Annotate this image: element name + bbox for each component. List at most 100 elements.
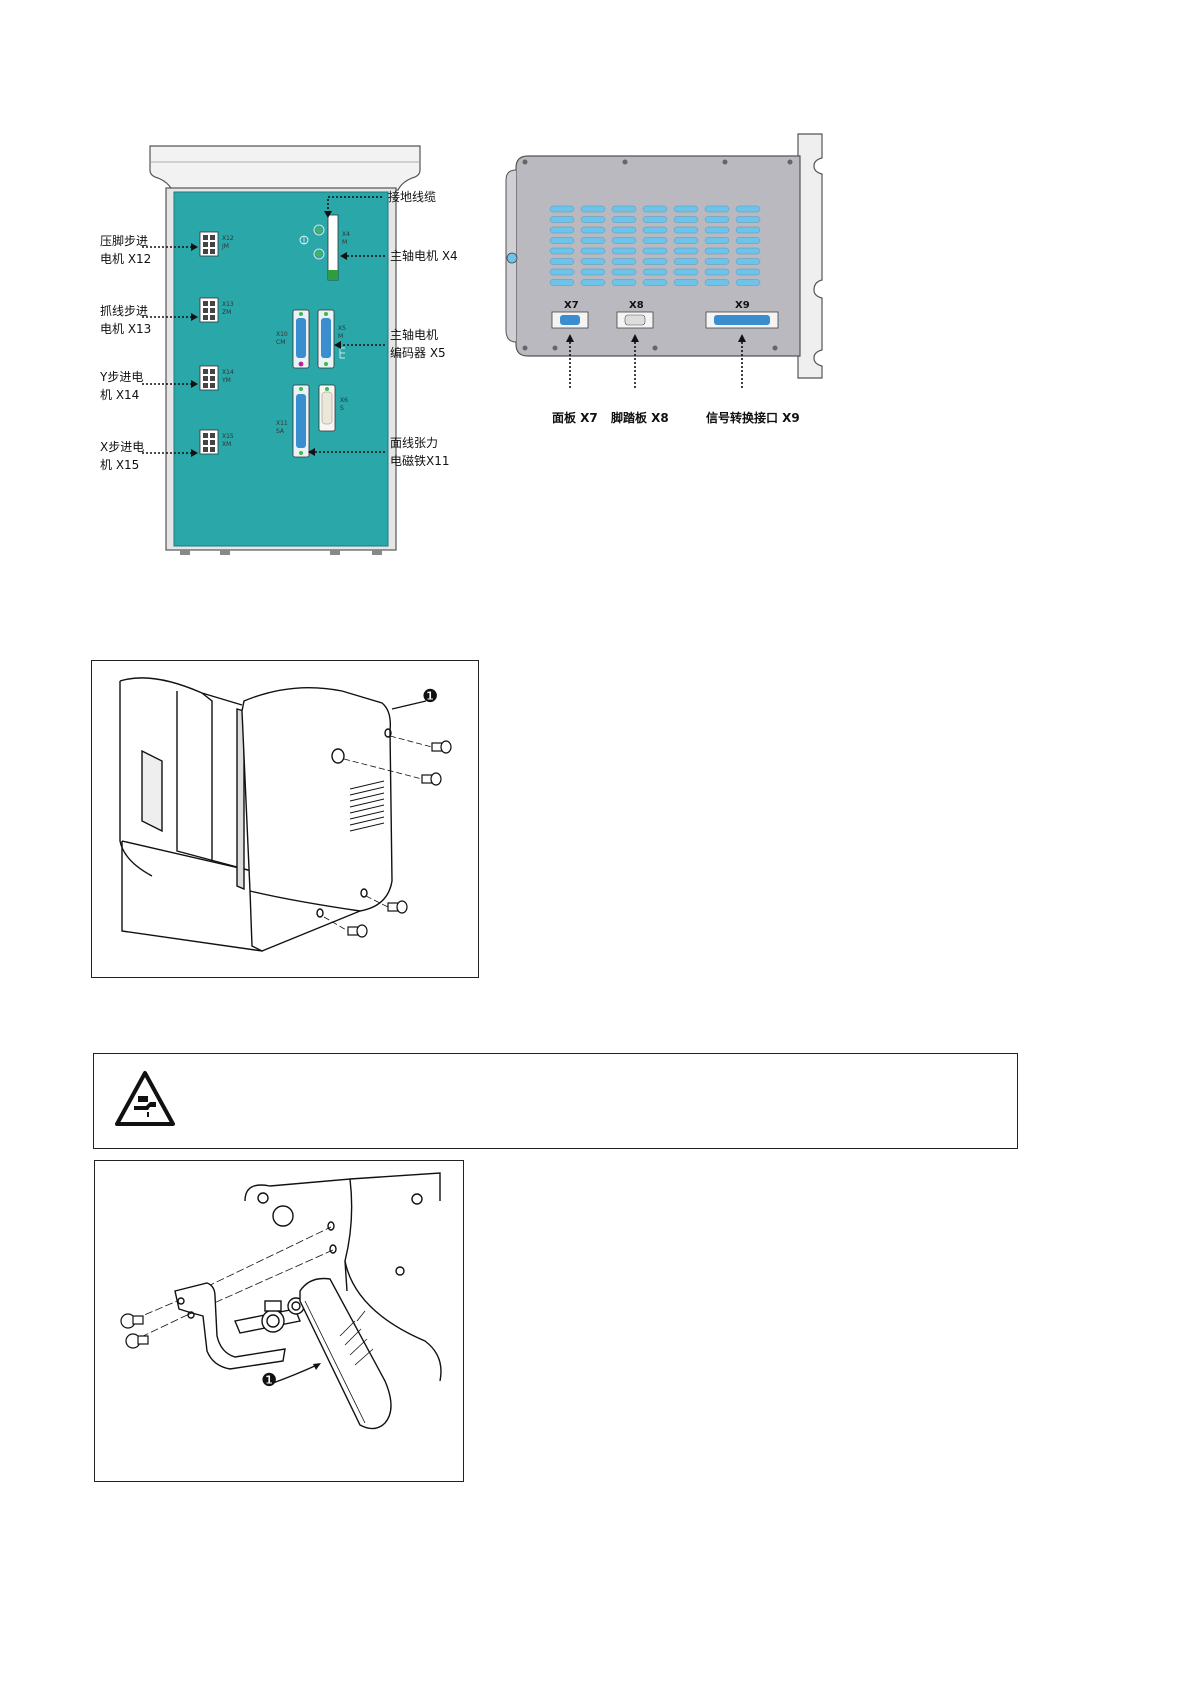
vent-slot bbox=[550, 280, 574, 286]
connector-name-x9: X9 bbox=[735, 300, 750, 311]
vent-slot bbox=[705, 227, 729, 233]
vent-slot bbox=[643, 238, 667, 244]
vent-slot bbox=[643, 269, 667, 275]
label-x12: 压脚步进 电机 X12 bbox=[100, 232, 151, 268]
svg-text:X5: X5 bbox=[338, 325, 346, 332]
vent-slot bbox=[736, 259, 760, 265]
vent-slot bbox=[736, 238, 760, 244]
vent-slot bbox=[736, 248, 760, 254]
cover-illustration bbox=[92, 661, 477, 976]
callout-number: ❶ bbox=[422, 687, 438, 707]
control-box-side-diagram: X7 X8 X9 bbox=[500, 130, 840, 390]
vent-slot bbox=[674, 248, 698, 254]
vent-slot bbox=[643, 248, 667, 254]
vent-slot bbox=[674, 217, 698, 223]
vent-slot bbox=[705, 248, 729, 254]
vent-slot bbox=[612, 217, 636, 223]
connector-x7 bbox=[552, 312, 588, 328]
vent-slot bbox=[581, 206, 605, 212]
warning-box bbox=[93, 1053, 1018, 1149]
mark-x12: X12 bbox=[222, 235, 234, 242]
plate-illustration bbox=[95, 1161, 462, 1480]
svg-text:M: M bbox=[342, 239, 347, 246]
connector-x14 bbox=[200, 366, 218, 390]
vent-slot bbox=[705, 206, 729, 212]
svg-text:SA: SA bbox=[276, 428, 285, 435]
mark-x15: X15 bbox=[222, 433, 234, 440]
vent-slot bbox=[643, 227, 667, 233]
label-x9: 信号转换接口 X9 bbox=[706, 409, 800, 427]
label-x15: X步进电 机 X15 bbox=[100, 438, 144, 474]
figure-cover-removal: ❶ bbox=[91, 660, 479, 978]
svg-text:JM: JM bbox=[221, 243, 229, 250]
vent-slot bbox=[612, 269, 636, 275]
connector-x8 bbox=[617, 312, 653, 328]
connector-x4 bbox=[328, 215, 338, 280]
vent-slot bbox=[674, 269, 698, 275]
connector-x12 bbox=[200, 232, 218, 256]
vent-slot bbox=[612, 227, 636, 233]
connector-x11 bbox=[293, 385, 309, 457]
mark-x14: X14 bbox=[222, 369, 234, 376]
connector-name-x8: X8 bbox=[629, 300, 644, 311]
connector-x9 bbox=[706, 312, 778, 328]
vent-slot bbox=[550, 259, 574, 265]
svg-text:X11: X11 bbox=[276, 420, 288, 427]
vent-slot bbox=[581, 238, 605, 244]
vent-slot bbox=[736, 280, 760, 286]
label-ground: 接地线缆 bbox=[388, 188, 436, 206]
svg-text:YM: YM bbox=[221, 377, 231, 384]
vent-slot bbox=[581, 227, 605, 233]
connector-name-x7: X7 bbox=[564, 300, 579, 311]
vent-slot bbox=[550, 248, 574, 254]
svg-text:ZM: ZM bbox=[222, 309, 231, 316]
label-x5: 主轴电机 编码器 X5 bbox=[390, 326, 446, 362]
figure-plate: ❶ bbox=[94, 1160, 464, 1482]
connector-x13 bbox=[200, 298, 218, 322]
vent-slot bbox=[705, 238, 729, 244]
vent-slot bbox=[736, 217, 760, 223]
vent-slot bbox=[581, 280, 605, 286]
label-x11: 面线张力 电磁铁X11 bbox=[390, 434, 450, 470]
vent-slot bbox=[736, 227, 760, 233]
vent-slot bbox=[581, 248, 605, 254]
connector-x10 bbox=[293, 310, 309, 368]
vent-slot bbox=[736, 269, 760, 275]
vent-slot bbox=[550, 227, 574, 233]
vent-slot bbox=[612, 280, 636, 286]
svg-text:CM: CM bbox=[276, 339, 285, 346]
label-x4: 主轴电机 X4 bbox=[390, 247, 458, 265]
vent-slot bbox=[643, 280, 667, 286]
label-x14: Y步进电 机 X14 bbox=[100, 368, 143, 404]
connector-x6 bbox=[319, 385, 335, 431]
vent-slot bbox=[643, 259, 667, 265]
vent-slot bbox=[674, 238, 698, 244]
vent-slot bbox=[612, 259, 636, 265]
callout-number: ❶ bbox=[261, 1371, 277, 1391]
vent-slot bbox=[612, 248, 636, 254]
vent-slot bbox=[550, 269, 574, 275]
svg-text:X6: X6 bbox=[340, 397, 348, 404]
vent-slot bbox=[643, 206, 667, 212]
vent-slot bbox=[674, 227, 698, 233]
svg-text:X10: X10 bbox=[276, 331, 288, 338]
svg-text:M: M bbox=[338, 333, 343, 340]
svg-text:XM: XM bbox=[222, 441, 231, 448]
vent-slot bbox=[612, 238, 636, 244]
vent-slot bbox=[705, 217, 729, 223]
svg-text:S: S bbox=[340, 405, 344, 412]
vent-slot bbox=[550, 217, 574, 223]
label-x7: 面板 X7 bbox=[552, 409, 598, 427]
vent-slot bbox=[550, 238, 574, 244]
vent-slot bbox=[550, 206, 574, 212]
vent-slot bbox=[581, 217, 605, 223]
vent-slot bbox=[674, 206, 698, 212]
label-x13: 抓线步进 电机 X13 bbox=[100, 302, 151, 338]
vent-slot bbox=[674, 259, 698, 265]
vent-slot bbox=[674, 280, 698, 286]
hand-crush-warning-icon bbox=[114, 1070, 176, 1128]
svg-text:X4: X4 bbox=[342, 231, 350, 238]
screw-icon bbox=[121, 1314, 148, 1348]
connector-x5 bbox=[318, 310, 334, 368]
mark-x13: X13 bbox=[222, 301, 234, 308]
